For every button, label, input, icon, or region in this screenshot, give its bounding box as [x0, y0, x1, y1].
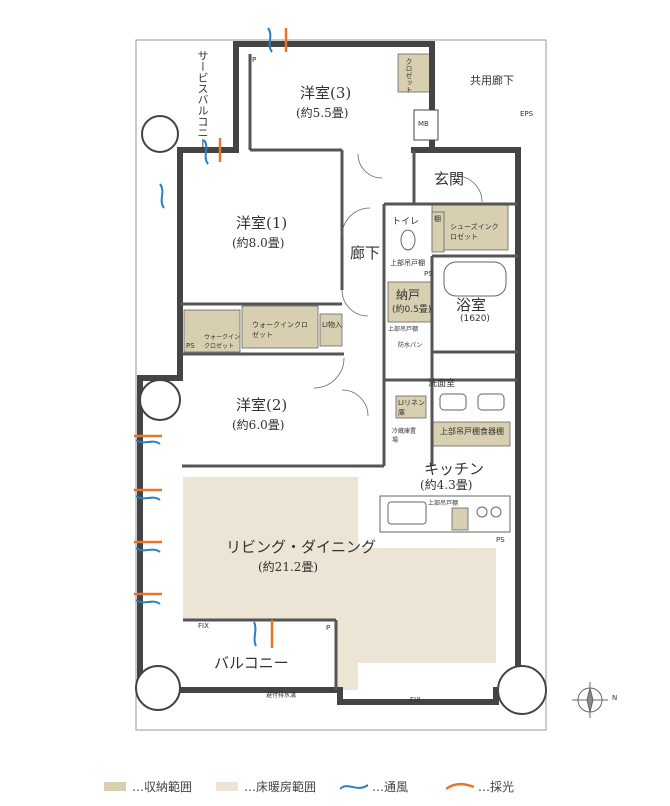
stove-burner-icon-2 [490, 506, 502, 518]
walk-in-closet-2 [183, 309, 241, 353]
label-shoes-in-closet: シューズインクロゼット [450, 223, 499, 241]
stove-burner-icon [476, 506, 488, 518]
room-western3-size: (約5.5畳) [296, 106, 349, 120]
legend-daylight-label: …採光 [478, 780, 515, 794]
legend-ventilation-label: …通風 [372, 780, 409, 794]
room-bath-name: 浴室 [456, 296, 487, 314]
room-washroom: 洗面室 [428, 379, 456, 389]
label-closet: クロゼット [405, 58, 413, 93]
label-fix-1: FIX [198, 622, 209, 630]
door-western1 [341, 207, 371, 237]
legend-floor-heating: …床暖房範囲 [216, 778, 316, 795]
ventilation-arrow-icon [267, 27, 273, 53]
ventilation-arrow-icon [135, 547, 161, 553]
ventilation-arrow-icon [135, 599, 161, 605]
label-eps: EPS [520, 110, 534, 118]
room-living-size: (約21.2畳) [258, 560, 319, 574]
legend-daylight: …採光 [446, 778, 514, 795]
column-mid-left [139, 379, 181, 421]
room-living-name: リビング・ダイニング [226, 538, 377, 556]
label-upper-shelf-dish: 上部吊戸棚食器棚 [440, 427, 504, 436]
ventilation-arrow-icon [135, 495, 161, 501]
label-ps-2: PS [424, 270, 433, 278]
label-walk-in-closet-1: ウォークインクロゼット [252, 321, 308, 339]
label-upper-shelf-kitchen: 上部吊戸棚 [428, 500, 459, 507]
daylight-legend-icon [446, 782, 474, 790]
room-corridor: 廊下 [350, 244, 381, 262]
closet-western3 [397, 53, 433, 93]
kitchen-sink-icon [387, 501, 427, 525]
mb-box [413, 109, 439, 141]
room-western3-name: 洋室(3) [300, 84, 352, 102]
room-western2-size: (約6.0畳) [232, 418, 285, 432]
room-service-balcony: サービスバルコニー [196, 50, 209, 149]
room-storage-name: 納戸 [396, 288, 421, 302]
label-walk-in-closet-2: ウォークインクロゼット [204, 334, 241, 350]
legend-storage: …収納範囲 [104, 778, 192, 795]
door-corridor [341, 289, 369, 317]
washbasin-icon [439, 393, 467, 411]
label-li-storage: LI物入 [322, 321, 342, 329]
door-entrance [455, 175, 483, 203]
column-bottom-left [135, 665, 181, 711]
legend-floor-heating-swatch [216, 782, 238, 791]
toilet-icon [400, 229, 416, 251]
label-compass: N [612, 694, 618, 702]
shelf-toilet [431, 211, 445, 253]
label-mb: MB [418, 120, 429, 128]
shoes-in-closet [431, 203, 509, 251]
room-storage-size: (約0.5畳) [392, 305, 432, 315]
label-shelf: 棚 [434, 215, 441, 223]
upper-shelf-kitchen [451, 507, 469, 531]
li-storage [319, 313, 343, 347]
kitchen-counter [379, 495, 511, 533]
room-toilet: トイレ [392, 217, 420, 227]
room-kitchen-size: (約4.3畳) [420, 478, 473, 492]
li-linen [395, 395, 427, 419]
label-fix-2: FIX [410, 696, 421, 704]
room-bath-size: (1620) [460, 314, 490, 324]
label-ps-3: PS [496, 536, 505, 544]
floor-heating-area [183, 477, 496, 690]
label-ps-1: PS [186, 342, 195, 350]
washbasin-icon-2 [477, 393, 505, 411]
room-kitchen-name: キッチン [424, 460, 485, 478]
bathtub-icon [443, 261, 507, 297]
label-p-2: P [326, 624, 331, 632]
legend: …収納範囲 …床暖房範囲 …通風 …採光 [0, 778, 670, 802]
label-fridge: 冷蔵庫置場 [392, 428, 417, 444]
label-upper-shelf: 上部吊戸棚 [390, 259, 425, 267]
column-top-left [141, 115, 179, 153]
ventilation-arrow-icon [159, 183, 165, 209]
room-western1-size: (約8.0畳) [232, 236, 285, 250]
ventilation-arrow-icon [203, 139, 209, 165]
ventilation-arrow-icon [135, 439, 161, 445]
ventilation-legend-icon [340, 783, 368, 790]
ventilation-arrow-icon [253, 621, 257, 647]
room-entrance: 玄関 [434, 170, 465, 188]
walk-in-closet-1 [241, 305, 319, 349]
door-washroom [341, 389, 369, 417]
upper-shelf-dish [431, 421, 511, 447]
label-drain: 避付排水溝 [266, 692, 297, 699]
label-pan: 防水パン [398, 342, 423, 349]
room-shared-corridor: 共用廊下 [470, 74, 514, 87]
room-balcony: バルコニー [214, 654, 289, 672]
label-p-1: P [252, 56, 257, 64]
legend-ventilation: …通風 [340, 778, 408, 795]
legend-storage-swatch [104, 782, 126, 791]
outer-railing [135, 39, 547, 731]
legend-floor-heating-label: …床暖房範囲 [244, 780, 317, 794]
label-upper-shelf-storage: 上部吊戸棚 [388, 326, 419, 333]
room-western2-name: 洋室(2) [236, 396, 288, 414]
door-western3 [357, 153, 383, 179]
door-western2 [313, 357, 345, 389]
compass-icon [572, 682, 608, 718]
label-li-linen: LIリネン庫 [398, 399, 425, 417]
room-western1-name: 洋室(1) [236, 214, 288, 232]
column-bottom-right [497, 665, 547, 715]
legend-storage-label: …収納範囲 [132, 780, 193, 794]
storage-room [387, 281, 433, 323]
